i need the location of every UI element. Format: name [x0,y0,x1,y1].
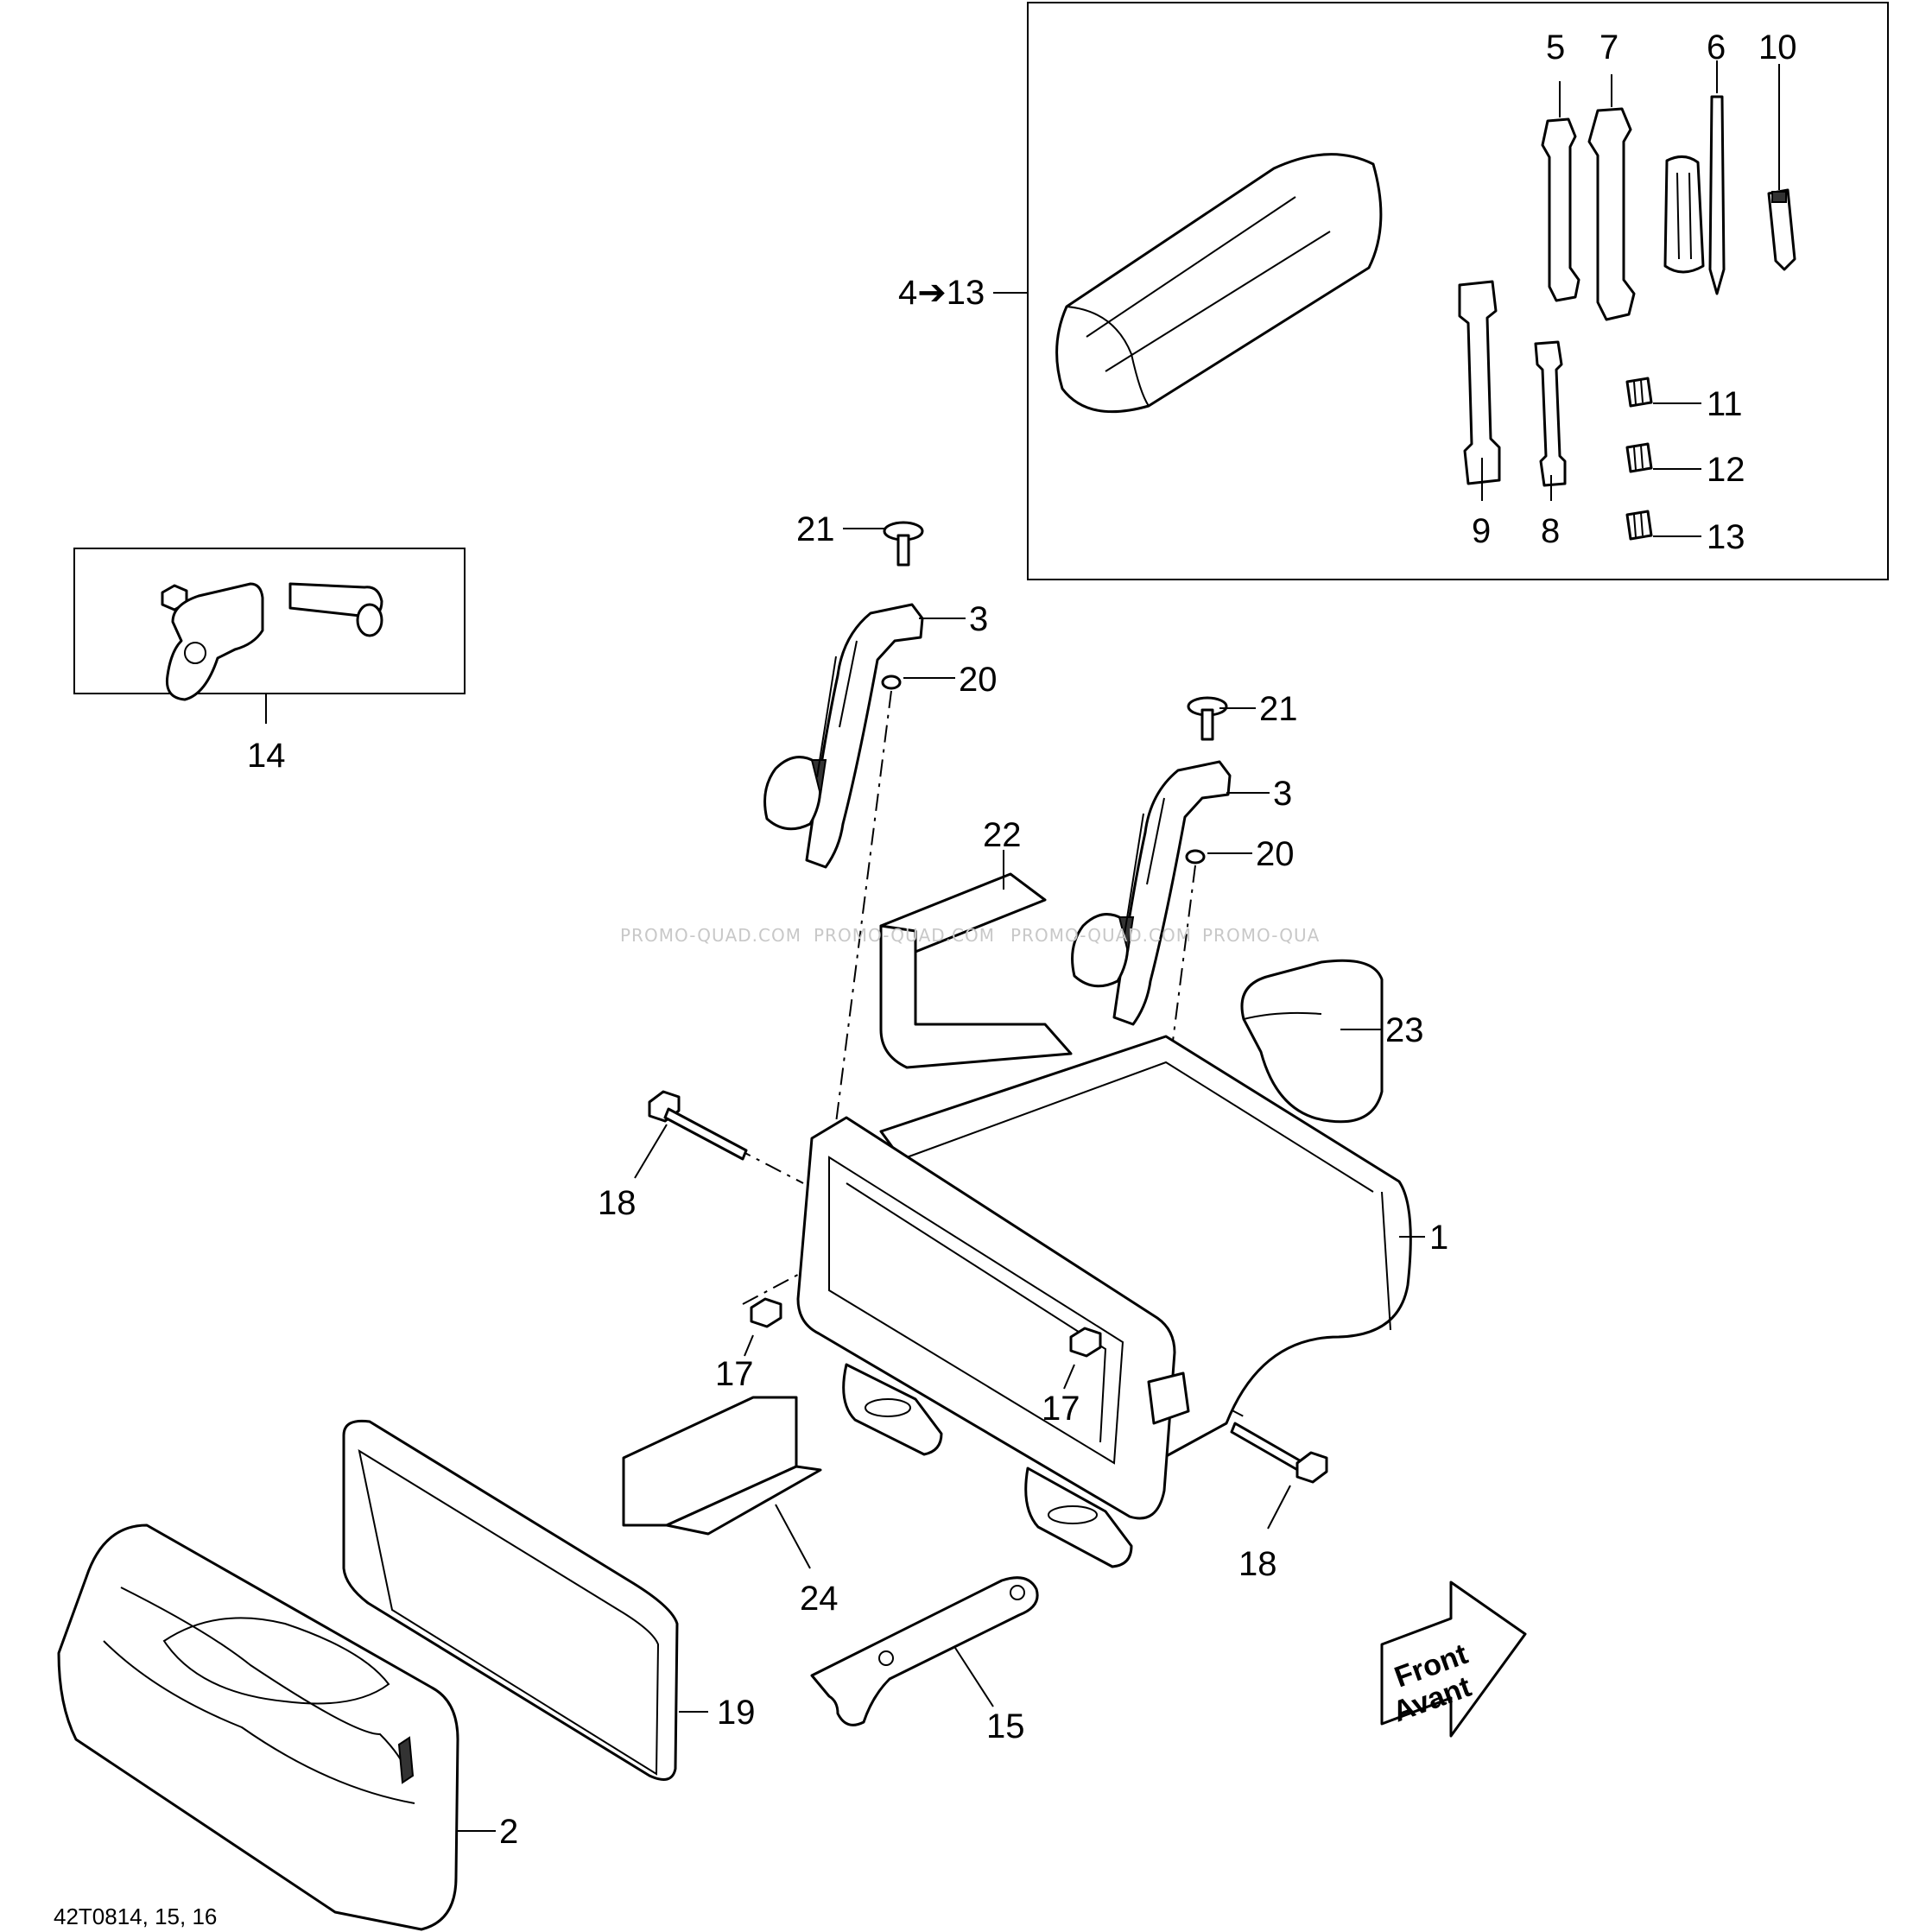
front-direction-arrow: Front Avant [1380,1580,1527,1738]
watermark-3: PROMO-QUAD.COM [1010,925,1192,946]
fuse-13 [1625,510,1653,541]
callout-4-13: 4➔13 [898,274,985,312]
bit-10 [1767,188,1796,271]
callout-17-left: 17 [715,1355,754,1393]
callout-8: 8 [1541,512,1560,550]
callout-6: 6 [1707,29,1726,67]
callout-5: 5 [1546,29,1565,67]
callout-15: 15 [986,1707,1025,1745]
callout-18-left: 18 [598,1184,637,1222]
heat-shield-22 [879,850,1073,1069]
callout-19: 19 [717,1694,756,1732]
storage-box-1 [796,1035,1425,1568]
lid-2 [57,1523,496,1931]
watermark-1: PROMO-QUAD.COM [620,925,801,946]
bolt-18-left [634,1090,748,1179]
tool-pouch [1055,153,1383,414]
watermark-2: PROMO-QUAD.COM [814,925,995,946]
callout-18-right: 18 [1238,1545,1277,1583]
callout-13: 13 [1707,518,1745,556]
callout-21-right: 21 [1259,690,1298,728]
bracket-kit-inset [73,548,466,724]
callout-22: 22 [983,816,1022,854]
washer-20-right [1185,849,1206,865]
heat-shield-24 [622,1396,822,1569]
toolkit-inset [993,2,1889,580]
nut-17-left [744,1297,782,1357]
drawing-code: 42T0814, 15, 16 [54,1903,217,1929]
washer-20-left [881,675,902,690]
spanner-15 [810,1576,1039,1726]
fuse-12 [1625,442,1653,473]
socket-wrench-9 [1458,280,1501,485]
screw-21-right [1187,696,1228,741]
handle-3-right [1071,760,1232,1026]
callout-2: 2 [499,1813,518,1851]
callout-12: 12 [1707,451,1745,489]
screw-21-left [883,521,924,567]
watermark: PROMO-QUAD.COM PROMO-QUAD.COM PROMO-QUAD… [620,925,1320,946]
wrench-7 [1587,107,1636,321]
callout-24: 24 [800,1580,839,1618]
callout-20-left: 20 [959,661,998,699]
callout-labels: 1 2 3 3 4➔13 5 7 6 10 11 12 13 9 8 14 15… [247,29,1797,1851]
wrench-5 [1541,117,1580,302]
callout-17-right: 17 [1042,1390,1080,1428]
callout-10: 10 [1758,29,1797,67]
callout-21-left: 21 [796,510,835,548]
callout-9: 9 [1472,512,1491,550]
callout-1: 1 [1429,1219,1448,1257]
screwdriver-6 [1663,95,1726,295]
callout-3-right: 3 [1273,775,1292,813]
nut-17-right [1063,1327,1102,1390]
fuse-11 [1625,377,1653,408]
callout-14: 14 [247,737,286,775]
bolt-18-right [1230,1422,1328,1530]
callout-11: 11 [1707,385,1743,423]
socket-wrench-8 [1534,340,1567,487]
callout-3-left: 3 [969,600,988,638]
callout-23: 23 [1385,1011,1424,1049]
callout-20-right: 20 [1256,835,1295,873]
heat-shield-23 [1240,959,1384,1124]
handle-3-left [763,603,924,869]
callout-7: 7 [1599,29,1618,67]
watermark-4: PROMO-QUA [1202,925,1320,946]
gasket-19 [342,1419,708,1781]
